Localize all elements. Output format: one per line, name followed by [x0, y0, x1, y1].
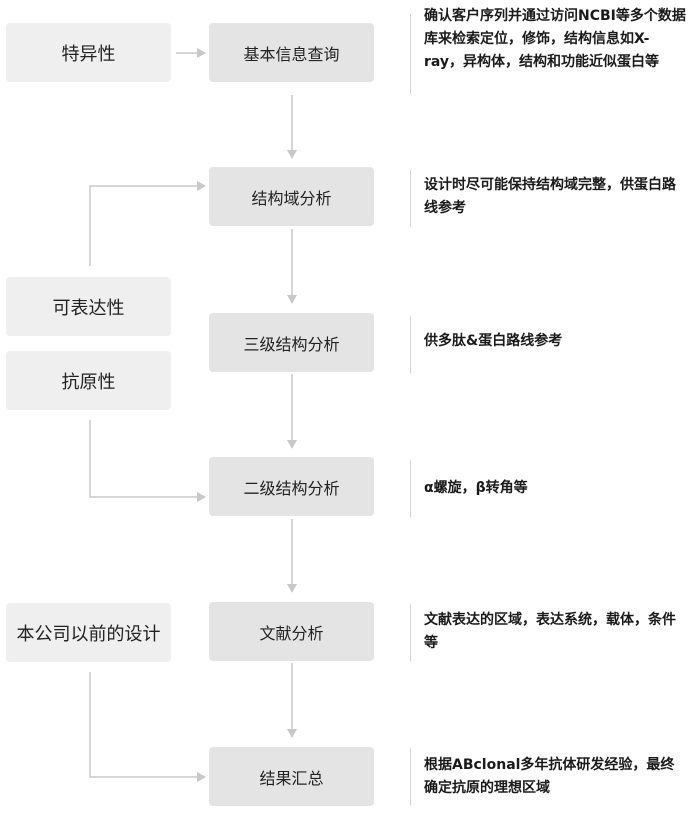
- antigenicity-box: 抗原性: [6, 351, 171, 410]
- note-secondary-structure: α螺旋，β转角等: [424, 480, 528, 496]
- specificity-label: 特异性: [61, 43, 116, 65]
- step-tertiary-structure: 三级结构分析: [209, 313, 374, 372]
- step-literature-analysis: 文献分析: [209, 602, 374, 661]
- previous-designs-label: 本公司以前的设计: [16, 623, 161, 645]
- specificity-box: 特异性: [6, 23, 171, 82]
- accessibility-box: 可表达性: [6, 277, 171, 336]
- accessibility-label: 可表达性: [52, 297, 125, 319]
- step-result-summary: 结果汇总: [209, 747, 374, 806]
- step-secondary-structure-label: 二级结构分析: [243, 478, 340, 498]
- step-tertiary-structure-label: 三级结构分析: [243, 334, 340, 354]
- step-secondary-structure: 二级结构分析: [209, 457, 374, 516]
- note-divider-2: [410, 170, 411, 227]
- antigenicity-label: 抗原性: [61, 371, 116, 393]
- step-basic-info: 基本信息查询: [209, 23, 374, 82]
- arrow-previous-to-summary: [89, 672, 206, 782]
- step-domain-analysis-label: 结构域分析: [251, 188, 332, 208]
- note-basic-info: 确认客户序列并通过访问NCBI等多个数据库来检索定位，修饰，结构信息如X-ray…: [424, 8, 686, 70]
- note-domain-analysis: 设计时尽可能保持结构域完整，供蛋白路线参考: [424, 177, 676, 216]
- step-basic-info-label: 基本信息查询: [243, 44, 340, 64]
- note-literature-analysis: 文献表达的区域，表达系统，载体，条件等: [424, 612, 676, 651]
- note-divider-3: [410, 316, 411, 373]
- note-result-summary: 根据ABclonal多年抗体研发经验，最终确定抗原的理想区域: [424, 757, 675, 796]
- step-result-summary-label: 结果汇总: [259, 768, 324, 788]
- step-literature-analysis-label: 文献分析: [259, 623, 324, 643]
- arrow-accessibility-to-domain: [89, 181, 206, 266]
- note-tertiary-structure: 供多肽&蛋白路线参考: [424, 333, 563, 349]
- arrow-antigenicity-to-secondary: [89, 420, 206, 502]
- note-divider-4: [410, 460, 411, 517]
- note-divider-6: [410, 748, 411, 805]
- note-divider-5: [410, 604, 411, 661]
- note-divider-1: [410, 14, 411, 94]
- step-domain-analysis: 结构域分析: [209, 167, 374, 226]
- previous-designs-box: 本公司以前的设计: [6, 603, 171, 662]
